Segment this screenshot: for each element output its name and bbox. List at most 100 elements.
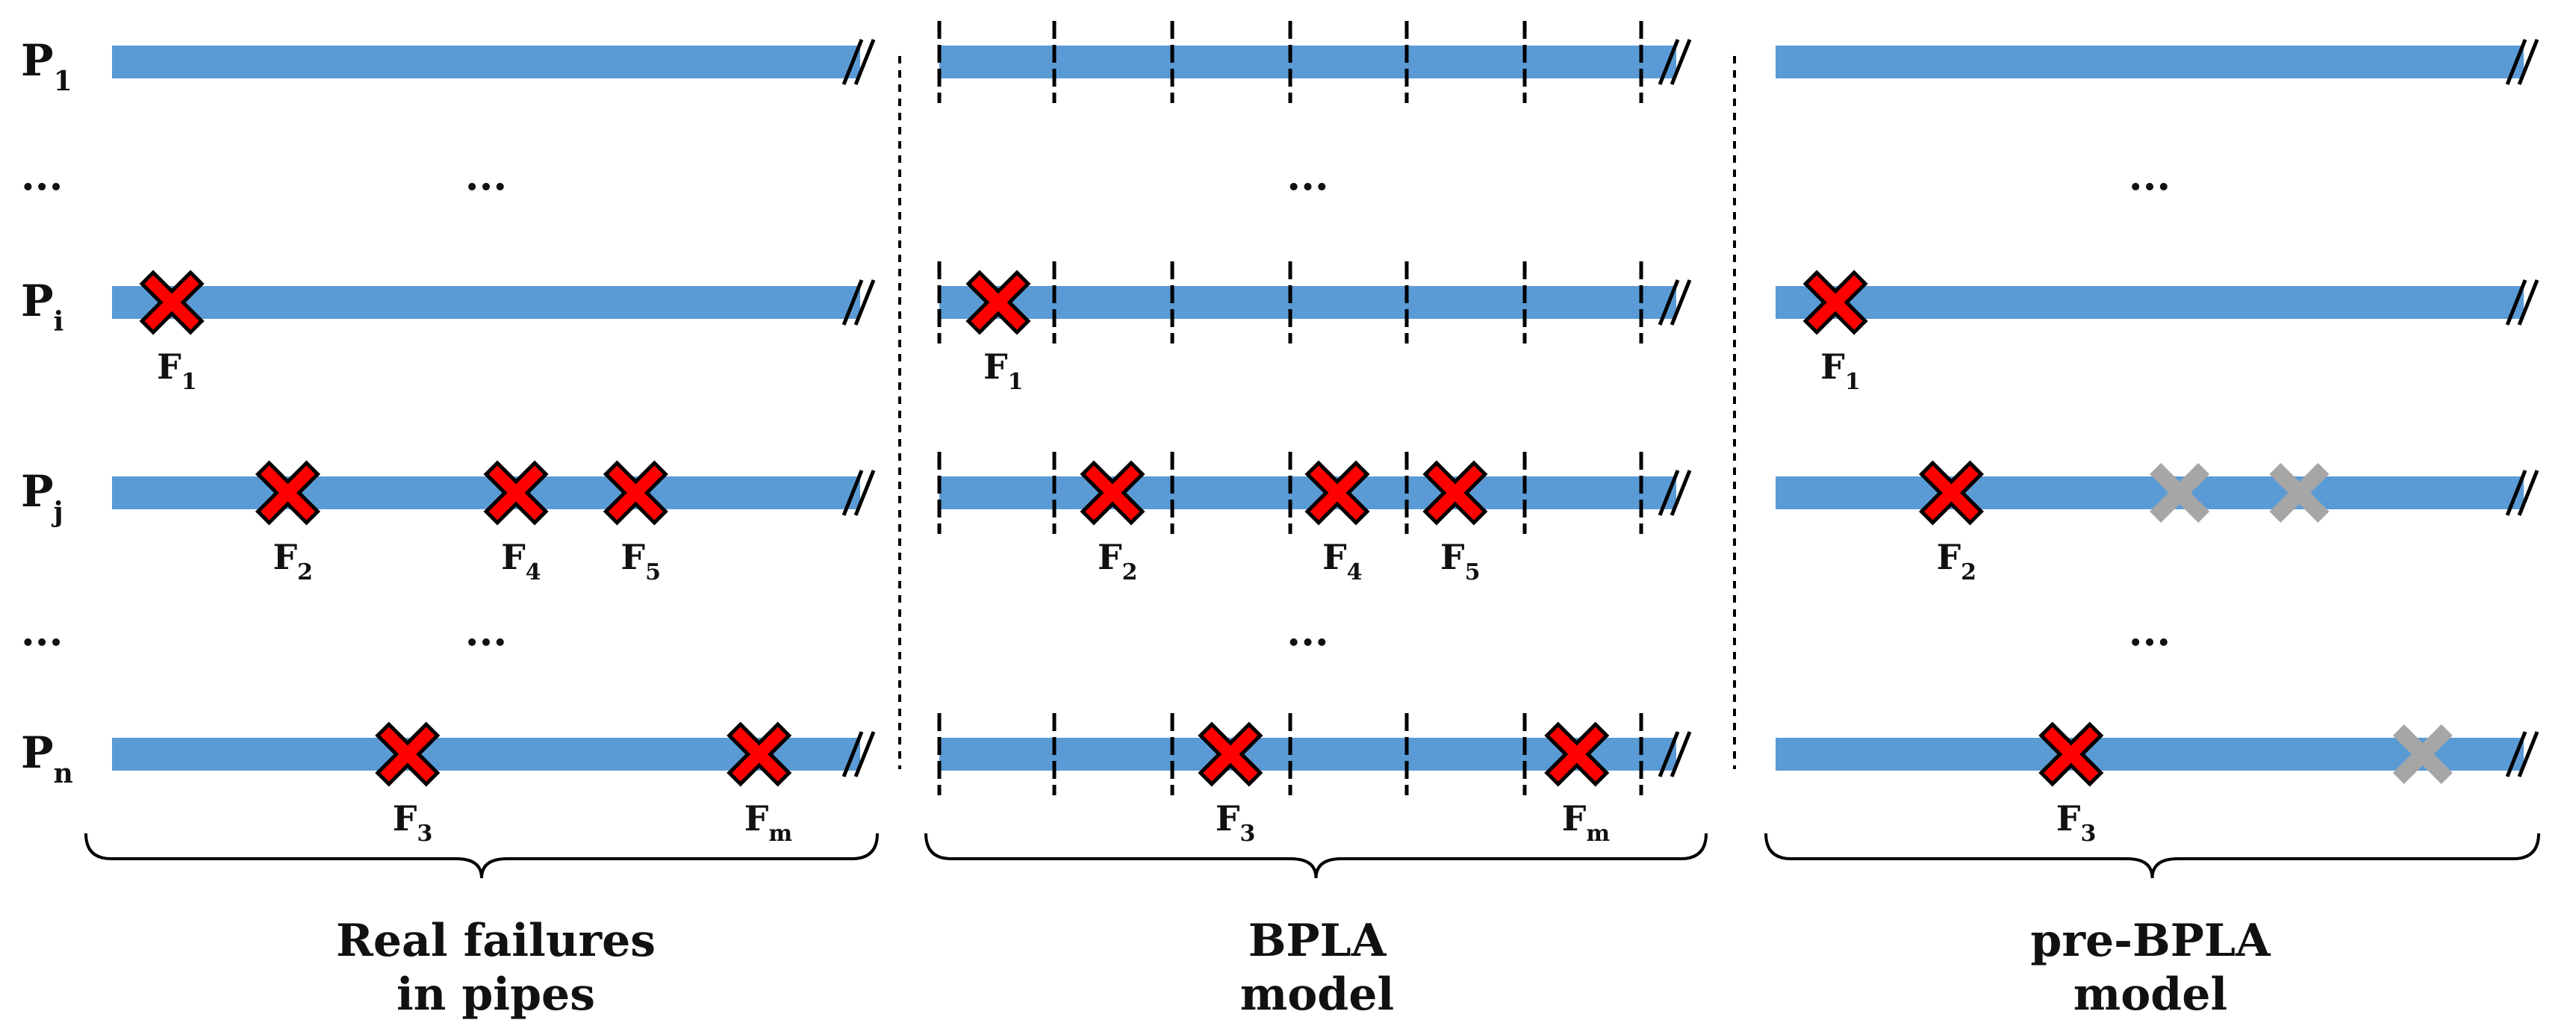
pipe-bar <box>112 476 860 509</box>
failure-label-f4: F4 <box>1322 537 1363 585</box>
panel-caption-line: model <box>1240 969 1394 1021</box>
failure-label-fm: Fm <box>1562 798 1611 847</box>
failure-marker <box>483 460 549 526</box>
grouping-brace <box>1764 833 2540 879</box>
pipe-pi: F1 <box>112 270 876 395</box>
pipe-break-mark <box>853 279 876 326</box>
failure-label-f3: F3 <box>1216 798 1256 847</box>
pipe-bar <box>939 286 1676 319</box>
pipe-pi: F1 <box>1776 270 2539 395</box>
failure-marker <box>2038 721 2104 787</box>
pipe-break-mark <box>1670 39 1692 85</box>
pipe-break-mark <box>2517 470 2539 516</box>
failure-marker <box>1422 460 1488 526</box>
pipe-break-mark <box>1658 39 1680 85</box>
pipe-pn: F3 <box>1776 721 2539 847</box>
pipe-break-mark <box>853 39 876 85</box>
pipe-break-mark <box>1670 470 1692 516</box>
failure-marker <box>727 721 792 787</box>
pipe-bar <box>939 476 1676 509</box>
pipe-break-mark <box>2517 279 2539 326</box>
row-label-pn: Pn <box>21 727 73 789</box>
failure-marker <box>1802 270 1868 335</box>
pipe-break-mark <box>853 731 876 777</box>
pipe-break-mark <box>1670 731 1692 777</box>
pipe-bar <box>1776 738 2524 771</box>
pipe-break-mark <box>2505 39 2527 85</box>
pipe-pn: F3 Fm <box>112 721 876 847</box>
failure-label-f3: F3 <box>393 798 433 847</box>
failure-label-f2: F2 <box>1936 537 1976 585</box>
row-ellipsis: ... <box>21 152 63 199</box>
pipe-pj: F2 <box>1776 460 2539 585</box>
pipe-break-mark <box>2517 39 2539 85</box>
pipe-break-mark <box>1658 731 1680 777</box>
grouping-brace <box>84 833 879 879</box>
pipe-p1 <box>937 21 1692 103</box>
panel-ellipsis: ... <box>1287 152 1328 199</box>
failure-marker <box>1544 721 1610 787</box>
failure-label-f4: F4 <box>501 537 541 585</box>
pipe-bar <box>112 286 860 319</box>
row-ellipsis: ... <box>21 607 63 655</box>
panel-ellipsis: ... <box>2129 152 2171 199</box>
pipe-break-mark <box>853 470 876 516</box>
pipe-break-mark <box>1658 279 1680 326</box>
pipe-break-mark <box>841 470 864 516</box>
pipe-break-mark <box>1658 470 1680 516</box>
failure-label-f1: F1 <box>1820 346 1861 395</box>
pipe-break-mark <box>2517 731 2539 777</box>
pipe-p1 <box>1776 39 2539 85</box>
pipe-bar <box>1776 46 2524 78</box>
pipe-bar <box>939 46 1676 78</box>
failure-marker <box>375 721 441 787</box>
row-label-p1: P1 <box>21 35 72 97</box>
failure-label-f5: F5 <box>1440 537 1481 585</box>
pipe-pi: F1 <box>937 261 1692 395</box>
pipe-break-mark <box>841 731 864 777</box>
failure-label-f3: F3 <box>2056 798 2097 847</box>
pipe-break-mark <box>841 279 864 326</box>
failure-label-f2: F2 <box>1098 537 1138 585</box>
failure-marker <box>1080 460 1145 526</box>
failure-label-f2: F2 <box>273 537 313 585</box>
failure-marker <box>139 270 205 335</box>
failure-marker <box>1918 460 1985 526</box>
panel-ellipsis: ... <box>465 607 507 655</box>
pipe-break-mark <box>2505 470 2527 516</box>
grouping-brace <box>924 833 1708 879</box>
pipe-pn: F3 Fm <box>937 713 1692 847</box>
panel-caption-line: Real failures <box>336 915 656 967</box>
row-label-pj: Pj <box>21 466 63 528</box>
failure-marker <box>965 270 1031 335</box>
failure-marker <box>603 460 668 526</box>
failure-marker <box>255 460 321 526</box>
panel-caption-line: in pipes <box>396 969 595 1021</box>
pipe-break-mark <box>2505 279 2527 326</box>
pipe-pj: F2 F4 F5 <box>112 460 876 585</box>
failure-label-f5: F5 <box>620 537 661 585</box>
panel-ellipsis: ... <box>465 152 507 199</box>
modeled-failure-marker <box>2150 463 2210 523</box>
pipe-bar <box>1776 476 2524 509</box>
panel-caption-line: pre-BPLA <box>2030 915 2271 967</box>
pipe-pj: F2 F4 F5 <box>937 452 1692 585</box>
panel-ellipsis: ... <box>1287 607 1328 655</box>
failure-label-fm: Fm <box>744 798 793 847</box>
row-label-pi: Pi <box>21 276 63 338</box>
panel-ellipsis: ... <box>2129 607 2171 655</box>
panel-caption-line: BPLA <box>1248 915 1387 967</box>
pipe-break-mark <box>841 39 864 85</box>
panel-caption-line: model <box>2073 969 2227 1021</box>
modeled-failure-marker <box>2269 463 2330 523</box>
failure-marker <box>1198 721 1263 787</box>
pipe-break-mark <box>2505 731 2527 777</box>
failure-label-f1: F1 <box>983 346 1024 395</box>
modeled-failure-marker <box>2392 724 2453 784</box>
pipe-bar <box>1776 286 2524 319</box>
pipe-break-mark <box>1670 279 1692 326</box>
